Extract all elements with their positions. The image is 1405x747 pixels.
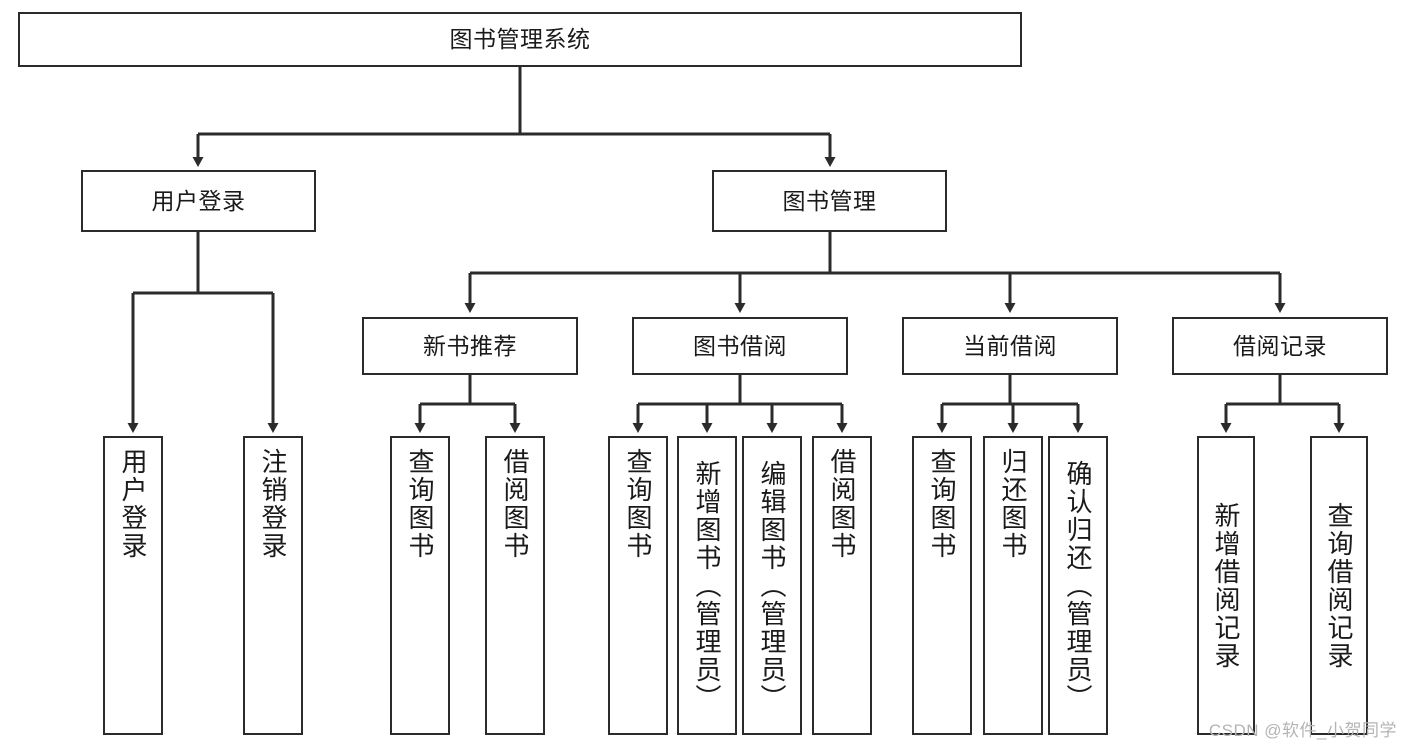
node-leaf-query-book-3[interactable]: 查询图书 bbox=[912, 436, 972, 735]
node-leaf-borrow-book-2-label: 借阅图书 bbox=[827, 448, 857, 560]
node-leaf-add-record-label: 新增借阅记录 bbox=[1211, 501, 1241, 670]
node-leaf-edit-book-label: 编辑图书（管理员） bbox=[757, 459, 787, 712]
node-leaf-borrow-book-1[interactable]: 借阅图书 bbox=[485, 436, 545, 735]
node-leaf-confirm-return[interactable]: 确认归还（管理员） bbox=[1048, 436, 1108, 735]
node-root[interactable]: 图书管理系统 bbox=[18, 12, 1022, 67]
node-borrow-record-label: 借阅记录 bbox=[1233, 332, 1327, 359]
node-leaf-query-record[interactable]: 查询借阅记录 bbox=[1310, 436, 1368, 735]
node-user-login-label: 用户登录 bbox=[151, 187, 246, 214]
node-new-book-recommend[interactable]: 新书推荐 bbox=[362, 317, 578, 375]
node-leaf-add-book[interactable]: 新增图书（管理员） bbox=[677, 436, 737, 735]
node-leaf-query-record-label: 查询借阅记录 bbox=[1324, 501, 1354, 670]
node-leaf-add-record[interactable]: 新增借阅记录 bbox=[1197, 436, 1255, 735]
node-leaf-query-book-2-label: 查询图书 bbox=[623, 448, 653, 560]
node-leaf-query-book-1-label: 查询图书 bbox=[405, 448, 435, 560]
node-leaf-return-book-label: 归还图书 bbox=[998, 448, 1028, 560]
node-book-borrow[interactable]: 图书借阅 bbox=[632, 317, 848, 375]
node-book-management-label: 图书管理 bbox=[782, 187, 877, 214]
node-leaf-user-login-label: 用户登录 bbox=[118, 448, 148, 560]
node-root-label: 图书管理系统 bbox=[449, 26, 591, 53]
node-leaf-user-logout-label: 注销登录 bbox=[258, 448, 288, 560]
node-user-login[interactable]: 用户登录 bbox=[81, 170, 316, 232]
node-leaf-user-login[interactable]: 用户登录 bbox=[103, 436, 163, 735]
node-leaf-edit-book[interactable]: 编辑图书（管理员） bbox=[742, 436, 802, 735]
node-leaf-borrow-book-2[interactable]: 借阅图书 bbox=[812, 436, 872, 735]
node-leaf-user-logout[interactable]: 注销登录 bbox=[243, 436, 303, 735]
node-book-borrow-label: 图书借阅 bbox=[693, 332, 787, 359]
node-leaf-confirm-return-label: 确认归还（管理员） bbox=[1063, 459, 1093, 712]
node-leaf-query-book-3-label: 查询图书 bbox=[927, 448, 957, 560]
node-leaf-query-book-1[interactable]: 查询图书 bbox=[390, 436, 450, 735]
node-book-management[interactable]: 图书管理 bbox=[712, 170, 947, 232]
node-leaf-borrow-book-1-label: 借阅图书 bbox=[500, 448, 530, 560]
node-leaf-add-book-label: 新增图书（管理员） bbox=[692, 459, 722, 712]
node-current-borrow[interactable]: 当前借阅 bbox=[902, 317, 1118, 375]
node-borrow-record[interactable]: 借阅记录 bbox=[1172, 317, 1388, 375]
node-leaf-query-book-2[interactable]: 查询图书 bbox=[608, 436, 668, 735]
node-current-borrow-label: 当前借阅 bbox=[963, 332, 1057, 359]
node-new-book-recommend-label: 新书推荐 bbox=[423, 332, 517, 359]
node-leaf-return-book[interactable]: 归还图书 bbox=[983, 436, 1043, 735]
watermark-text: CSDN @软件_小贺同学 bbox=[1208, 721, 1397, 740]
